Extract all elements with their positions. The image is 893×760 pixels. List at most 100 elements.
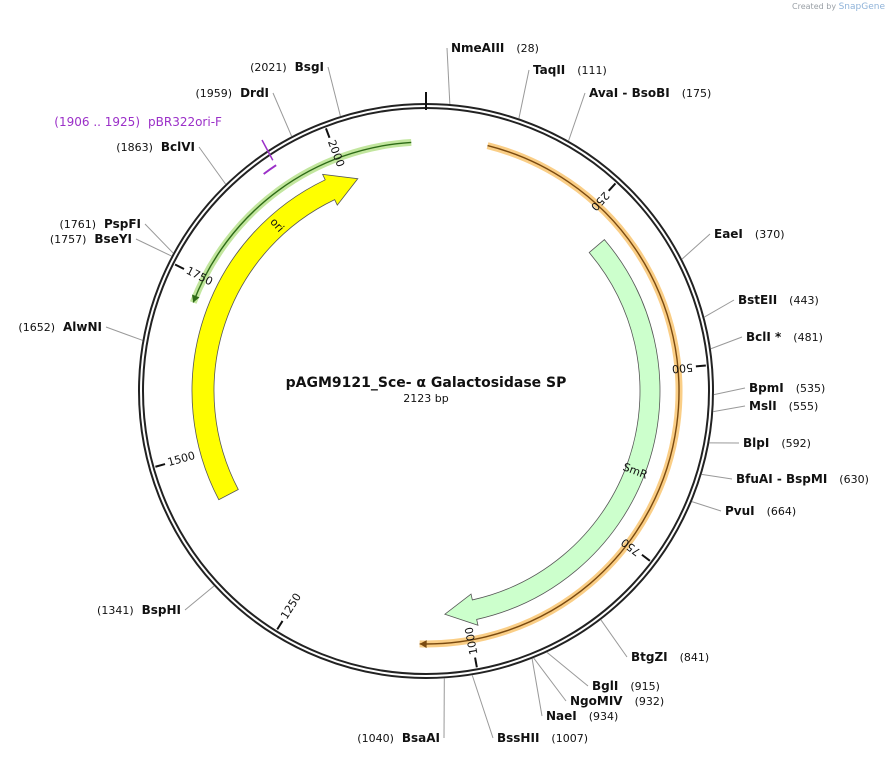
site-name: BseYI: [94, 232, 132, 246]
primer-annotation: pBR322ori-F (1906 .. 1925): [54, 115, 277, 175]
site-connector: [198, 146, 227, 185]
site-position: (1652): [18, 321, 55, 334]
site-name: BstEII: [738, 293, 777, 307]
backbone-outer: [138, 103, 714, 679]
tick-label: 1000: [463, 626, 481, 656]
site-name: NmeAIII: [451, 41, 504, 55]
site-position: (1959): [195, 87, 232, 100]
site-name: AvaI - BsoBI: [589, 86, 670, 100]
site-position: (535): [796, 382, 826, 395]
tick-label: 250: [588, 189, 612, 213]
site-connector: [533, 657, 567, 702]
site-connector: [518, 69, 530, 119]
site-name: BglI: [592, 679, 618, 693]
tick-mark: [695, 364, 706, 368]
site-connector: [446, 47, 451, 105]
site-position: (481): [793, 331, 823, 344]
site-connector: [568, 92, 586, 141]
SmR-feature-arrow: [444, 239, 661, 626]
tick-mark: [325, 128, 331, 139]
watermark-prefix: Created by: [792, 2, 837, 11]
site-connector: [681, 233, 711, 260]
site-connector: [471, 675, 494, 739]
plasmid-length: 2123 bp: [403, 392, 448, 405]
plasmid-title: pAGM9121_Sce- α Galactosidase SP: [286, 375, 567, 391]
site-position: (443): [789, 294, 819, 307]
site-name: BtgZI: [631, 650, 668, 664]
site-connector: [531, 658, 543, 717]
restriction-sites: NmeAIII(28)TaqII(111)AvaI - BsoBI(175)Ea…: [18, 41, 868, 745]
site-name: NgoMIV: [570, 694, 623, 708]
site-position: (1007): [551, 732, 588, 745]
tick-mark: [474, 657, 478, 668]
watermark-brand: SnapGene: [838, 2, 885, 12]
orange-arc-arrowhead: [419, 640, 427, 649]
site-name: BssHII: [497, 731, 539, 745]
snapgene-watermark: Created by SnapGene: [792, 2, 885, 12]
site-name: BfuAI - BspMI: [736, 472, 827, 486]
site-connector: [704, 299, 735, 318]
green-arc: [192, 141, 412, 303]
site-connector: [135, 238, 172, 257]
site-position: (1040): [357, 732, 394, 745]
tick-mark: [155, 463, 166, 468]
site-position: (630): [839, 473, 869, 486]
site-position: (841): [680, 651, 710, 664]
site-name: BclVI: [161, 140, 195, 154]
site-position: (664): [767, 505, 797, 518]
site-position: (1341): [97, 604, 134, 617]
tick-label: 500: [671, 361, 693, 376]
site-position: (932): [635, 695, 665, 708]
site-connector: [710, 336, 743, 350]
site-connector: [546, 651, 589, 687]
site-name: DrdI: [240, 86, 269, 100]
site-position: (2021): [250, 61, 287, 74]
site-position: (1761): [59, 218, 96, 231]
highlight-arcs: [189, 138, 683, 649]
primer-name: pBR322ori-F: [148, 115, 222, 129]
site-name: BclI *: [746, 330, 782, 344]
tick-label: 1250: [278, 591, 304, 622]
green-arc-arrowhead: [191, 294, 200, 303]
site-position: (175): [682, 87, 712, 100]
site-connector: [105, 326, 143, 341]
site-connector: [272, 92, 293, 137]
site-name: BpmI: [749, 381, 784, 395]
site-name: BsgI: [295, 60, 324, 74]
site-name: AlwNI: [63, 320, 102, 334]
site-position: (592): [781, 437, 811, 450]
backbone-inner: [142, 107, 710, 675]
primer-arc: [263, 164, 277, 175]
tick-label: 1500: [166, 449, 196, 469]
site-position: (28): [516, 42, 539, 55]
ori-feature-arrow: [191, 173, 359, 501]
site-connector: [144, 223, 174, 254]
site-name: BspHI: [142, 603, 181, 617]
site-position: (555): [789, 400, 819, 413]
site-position: (370): [755, 228, 785, 241]
tick-mark: [276, 620, 284, 630]
site-connector: [327, 66, 341, 117]
site-name: BsaAI: [402, 731, 440, 745]
site-connector: [184, 585, 215, 611]
site-position: (934): [589, 710, 619, 723]
site-name: BlpI: [743, 436, 769, 450]
site-name: PspFI: [104, 217, 141, 231]
site-name: TaqII: [533, 63, 565, 77]
tick-mark: [641, 553, 651, 562]
tick-mark: [607, 182, 617, 192]
primer-range: (1906 .. 1925): [54, 115, 140, 129]
site-position: (915): [630, 680, 660, 693]
site-name: EaeI: [714, 227, 743, 241]
site-name: MslI: [749, 399, 777, 413]
site-connector: [600, 619, 628, 658]
site-connector: [713, 405, 746, 413]
site-connector: [691, 501, 722, 512]
site-connector: [701, 473, 733, 480]
site-connector: [713, 387, 746, 396]
site-position: (1863): [116, 141, 153, 154]
primer-connector: [261, 139, 274, 161]
tick-mark: [174, 263, 185, 270]
